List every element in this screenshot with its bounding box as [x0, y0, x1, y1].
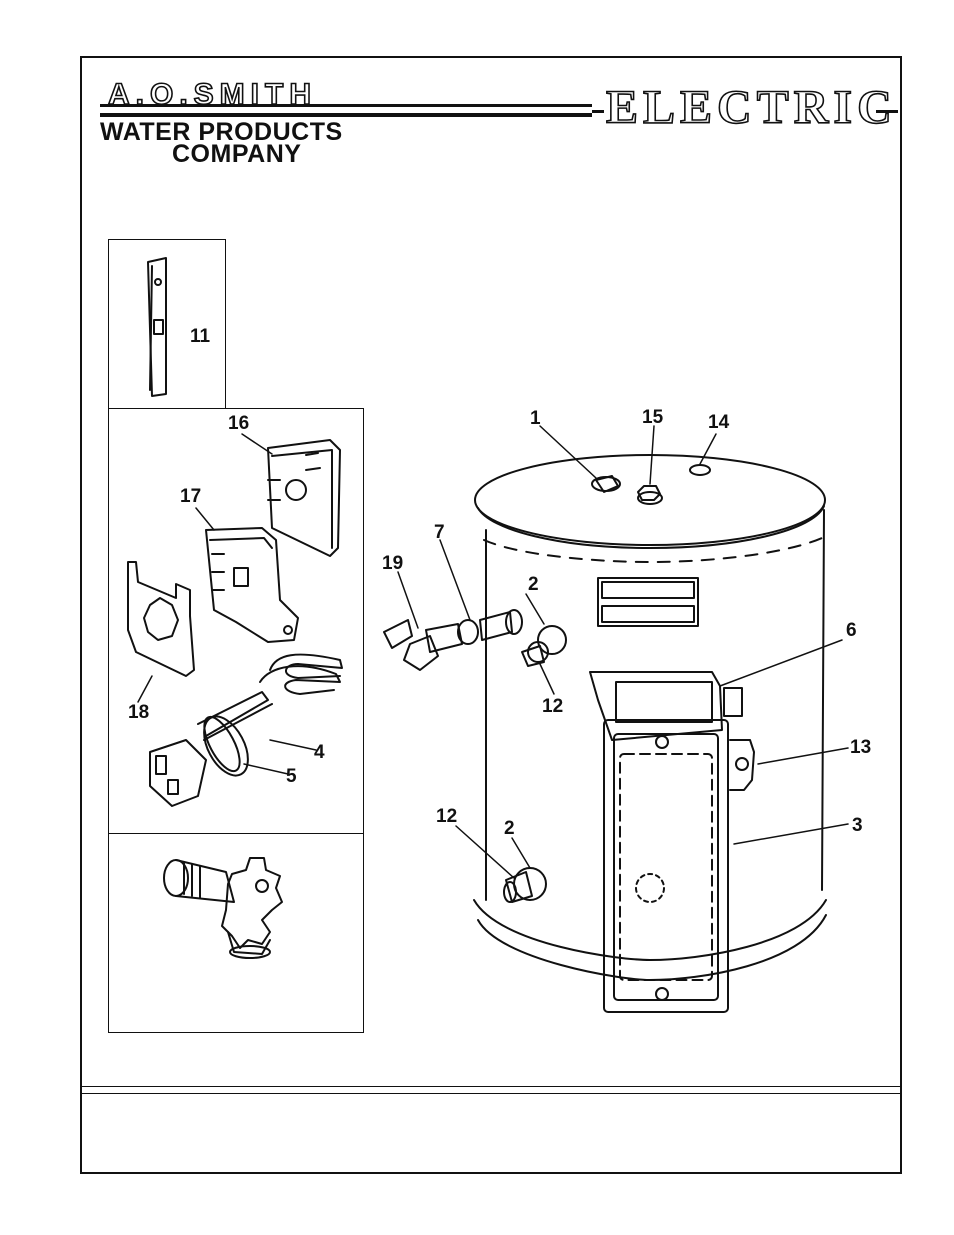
fuel-type-title: ELECTRIC	[605, 81, 897, 134]
callout-11: 11	[190, 326, 211, 347]
page-frame	[80, 56, 902, 1174]
bracket-icon	[127, 561, 195, 677]
title-rule	[592, 110, 604, 113]
callout-1: 1	[530, 408, 541, 429]
callout-12-lower: 12	[436, 806, 458, 827]
callout-18: 18	[128, 702, 150, 723]
company-name-line1: WATER PRODUCTS	[100, 118, 343, 146]
company-name-line2: COMPANY	[172, 140, 302, 168]
bracket-icon	[147, 257, 167, 397]
thermostat-icon	[205, 527, 299, 643]
callout-4: 4	[314, 742, 325, 763]
title-rule	[876, 110, 898, 113]
footer-rule	[82, 1093, 900, 1094]
drain-valve-icon	[163, 857, 283, 959]
brand-logo: A.O.SMITH	[107, 77, 317, 112]
callout-3: 3	[852, 815, 863, 836]
callout-15: 15	[642, 407, 664, 428]
cover-plate-icon	[603, 719, 729, 1013]
callout-13: 13	[850, 737, 872, 758]
inset-box-valve	[108, 833, 364, 1033]
callout-14: 14	[708, 412, 730, 433]
thermostat-icon	[267, 439, 341, 557]
callout-16: 16	[228, 413, 250, 434]
callout-2-lower: 2	[504, 818, 515, 839]
callout-2-upper: 2	[528, 574, 539, 595]
callout-19: 19	[382, 553, 404, 574]
leader-lines	[137, 425, 849, 879]
heater-tank-icon	[383, 454, 827, 1013]
callout-12-upper: 12	[542, 696, 564, 717]
callout-17: 17	[180, 486, 202, 507]
heating-element-icon	[149, 653, 343, 807]
footer-rule	[82, 1086, 900, 1087]
brand-rule	[100, 113, 592, 117]
brand-rule	[100, 104, 592, 107]
callout-5: 5	[286, 766, 297, 787]
callout-7: 7	[434, 522, 445, 543]
callout-6: 6	[846, 620, 857, 641]
